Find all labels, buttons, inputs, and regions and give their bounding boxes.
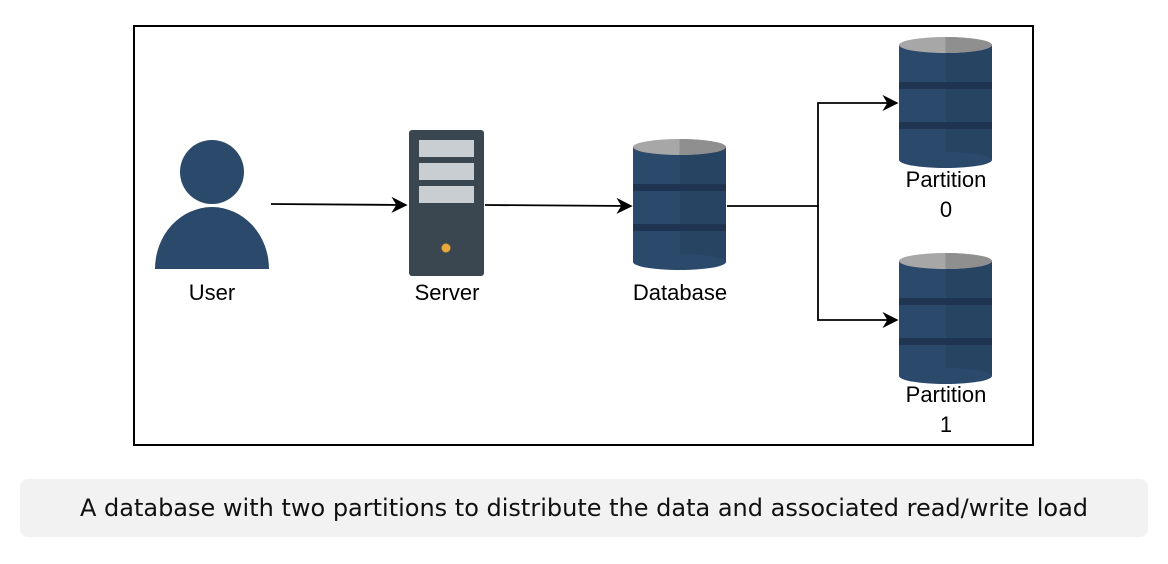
node-partition-0: Partition 0 <box>899 37 992 222</box>
node-database: Database <box>633 139 727 305</box>
partition-0-label-line1: Partition <box>906 167 987 192</box>
caption-box: A database with two partitions to distri… <box>20 479 1148 537</box>
edge-database-partition-1 <box>817 206 899 329</box>
connectors <box>270 94 899 329</box>
edge-database-partition-0 <box>727 94 899 207</box>
edge-server-database <box>484 197 633 214</box>
database-label: Database <box>633 280 727 305</box>
partition-1-label-line1: Partition <box>906 382 987 407</box>
caption-text: A database with two partitions to distri… <box>79 494 1089 522</box>
database-icon <box>899 253 992 384</box>
server-icon <box>409 130 484 276</box>
node-server: Server <box>409 130 484 305</box>
edge-user-server <box>270 196 408 213</box>
server-label: Server <box>415 280 480 305</box>
node-user: User <box>155 140 269 305</box>
database-icon <box>899 37 992 168</box>
user-icon <box>155 140 269 269</box>
partition-0-label-line2: 0 <box>940 197 952 222</box>
architecture-diagram: User Server Database <box>133 25 1034 446</box>
database-icon <box>633 139 726 270</box>
node-partition-1: Partition 1 <box>899 253 992 437</box>
user-label: User <box>189 280 235 305</box>
diagram-frame <box>133 25 1034 446</box>
partition-1-label-line2: 1 <box>940 412 952 437</box>
